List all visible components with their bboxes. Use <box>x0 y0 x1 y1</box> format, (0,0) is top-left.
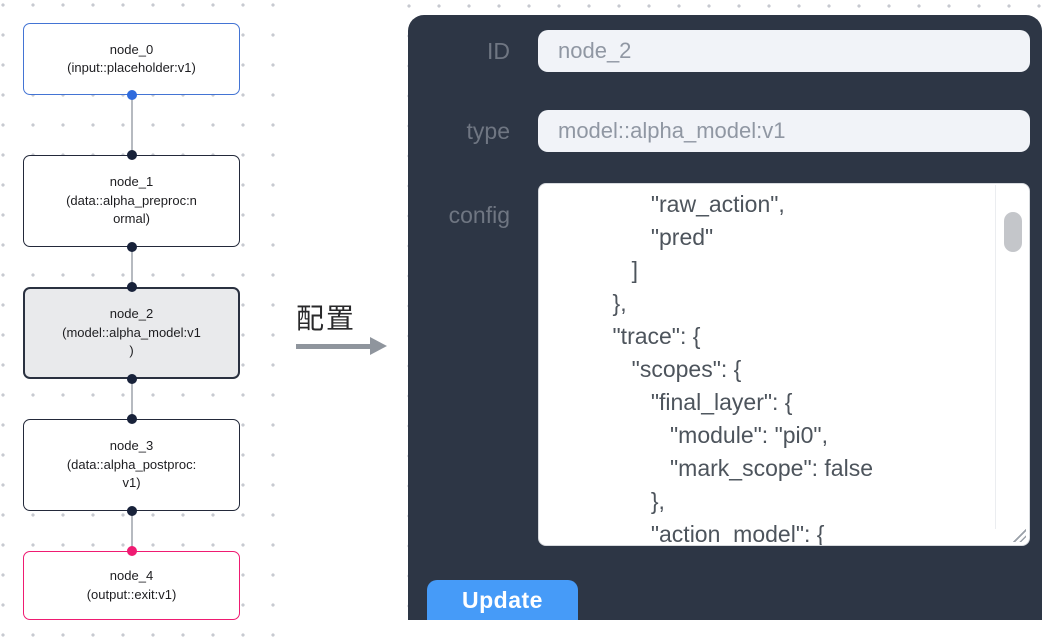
node_3-target-handle[interactable] <box>127 414 137 424</box>
id-input[interactable] <box>538 30 1030 72</box>
node-node_1[interactable]: node_1 (data::alpha_preproc:n ormal) <box>23 155 240 247</box>
right-arrow-icon <box>296 344 372 349</box>
node-node_0[interactable]: node_0 (input::placeholder:v1) <box>23 23 240 95</box>
node_1-source-handle[interactable] <box>127 242 137 252</box>
node-config-panel: ID type config "raw_action", "pred" ] },… <box>408 15 1042 620</box>
edge-node_2-node_3[interactable] <box>131 379 133 419</box>
edge-node_0-node_1[interactable] <box>131 95 133 155</box>
right-arrow-head-icon <box>370 337 387 355</box>
node-node_3[interactable]: node_3 (data::alpha_postproc: v1) <box>23 419 240 511</box>
scrollbar-thumb[interactable] <box>1004 212 1022 252</box>
node_4-target-handle[interactable] <box>127 546 137 556</box>
type-field-label: type <box>466 118 510 144</box>
node-node_4-label: node_4 (output::exit:v1) <box>86 568 177 602</box>
node_1-target-handle[interactable] <box>127 150 137 160</box>
node_3-source-handle[interactable] <box>127 506 137 516</box>
node-node_0-label: node_0 (input::placeholder:v1) <box>67 41 196 76</box>
type-input[interactable] <box>538 110 1030 152</box>
update-button[interactable]: Update <box>427 580 578 620</box>
scrollbar-track[interactable] <box>995 185 996 529</box>
node-node_2-label: node_2 (model::alpha_model:v1 ) <box>62 306 201 359</box>
node_2-target-handle[interactable] <box>127 282 137 292</box>
config-field-label: config <box>448 202 510 228</box>
node_0-source-handle[interactable] <box>127 90 137 100</box>
config-json-text: "raw_action", "pred" ] }, "trace": { "sc… <box>612 191 874 545</box>
flow-graph-canvas[interactable]: node_0 (input::placeholder:v1) node_1 (d… <box>0 0 276 643</box>
config-textarea[interactable]: "raw_action", "pred" ] }, "trace": { "sc… <box>538 183 1030 546</box>
configure-annotation-label: 配置 <box>296 303 357 334</box>
node_2-source-handle[interactable] <box>127 374 137 384</box>
node-node_4[interactable]: node_4 (output::exit:v1) <box>23 551 240 620</box>
node-node_3-label: node_3 (data::alpha_postproc: v1) <box>66 438 197 491</box>
node-node_1-label: node_1 (data::alpha_preproc:n ormal) <box>66 174 197 227</box>
id-field-label: ID <box>487 38 510 64</box>
edge-node_1-node_2[interactable] <box>131 247 133 287</box>
edge-node_3-node_4[interactable] <box>131 511 133 551</box>
node-node_2-selected[interactable]: node_2 (model::alpha_model:v1 ) <box>23 287 240 379</box>
